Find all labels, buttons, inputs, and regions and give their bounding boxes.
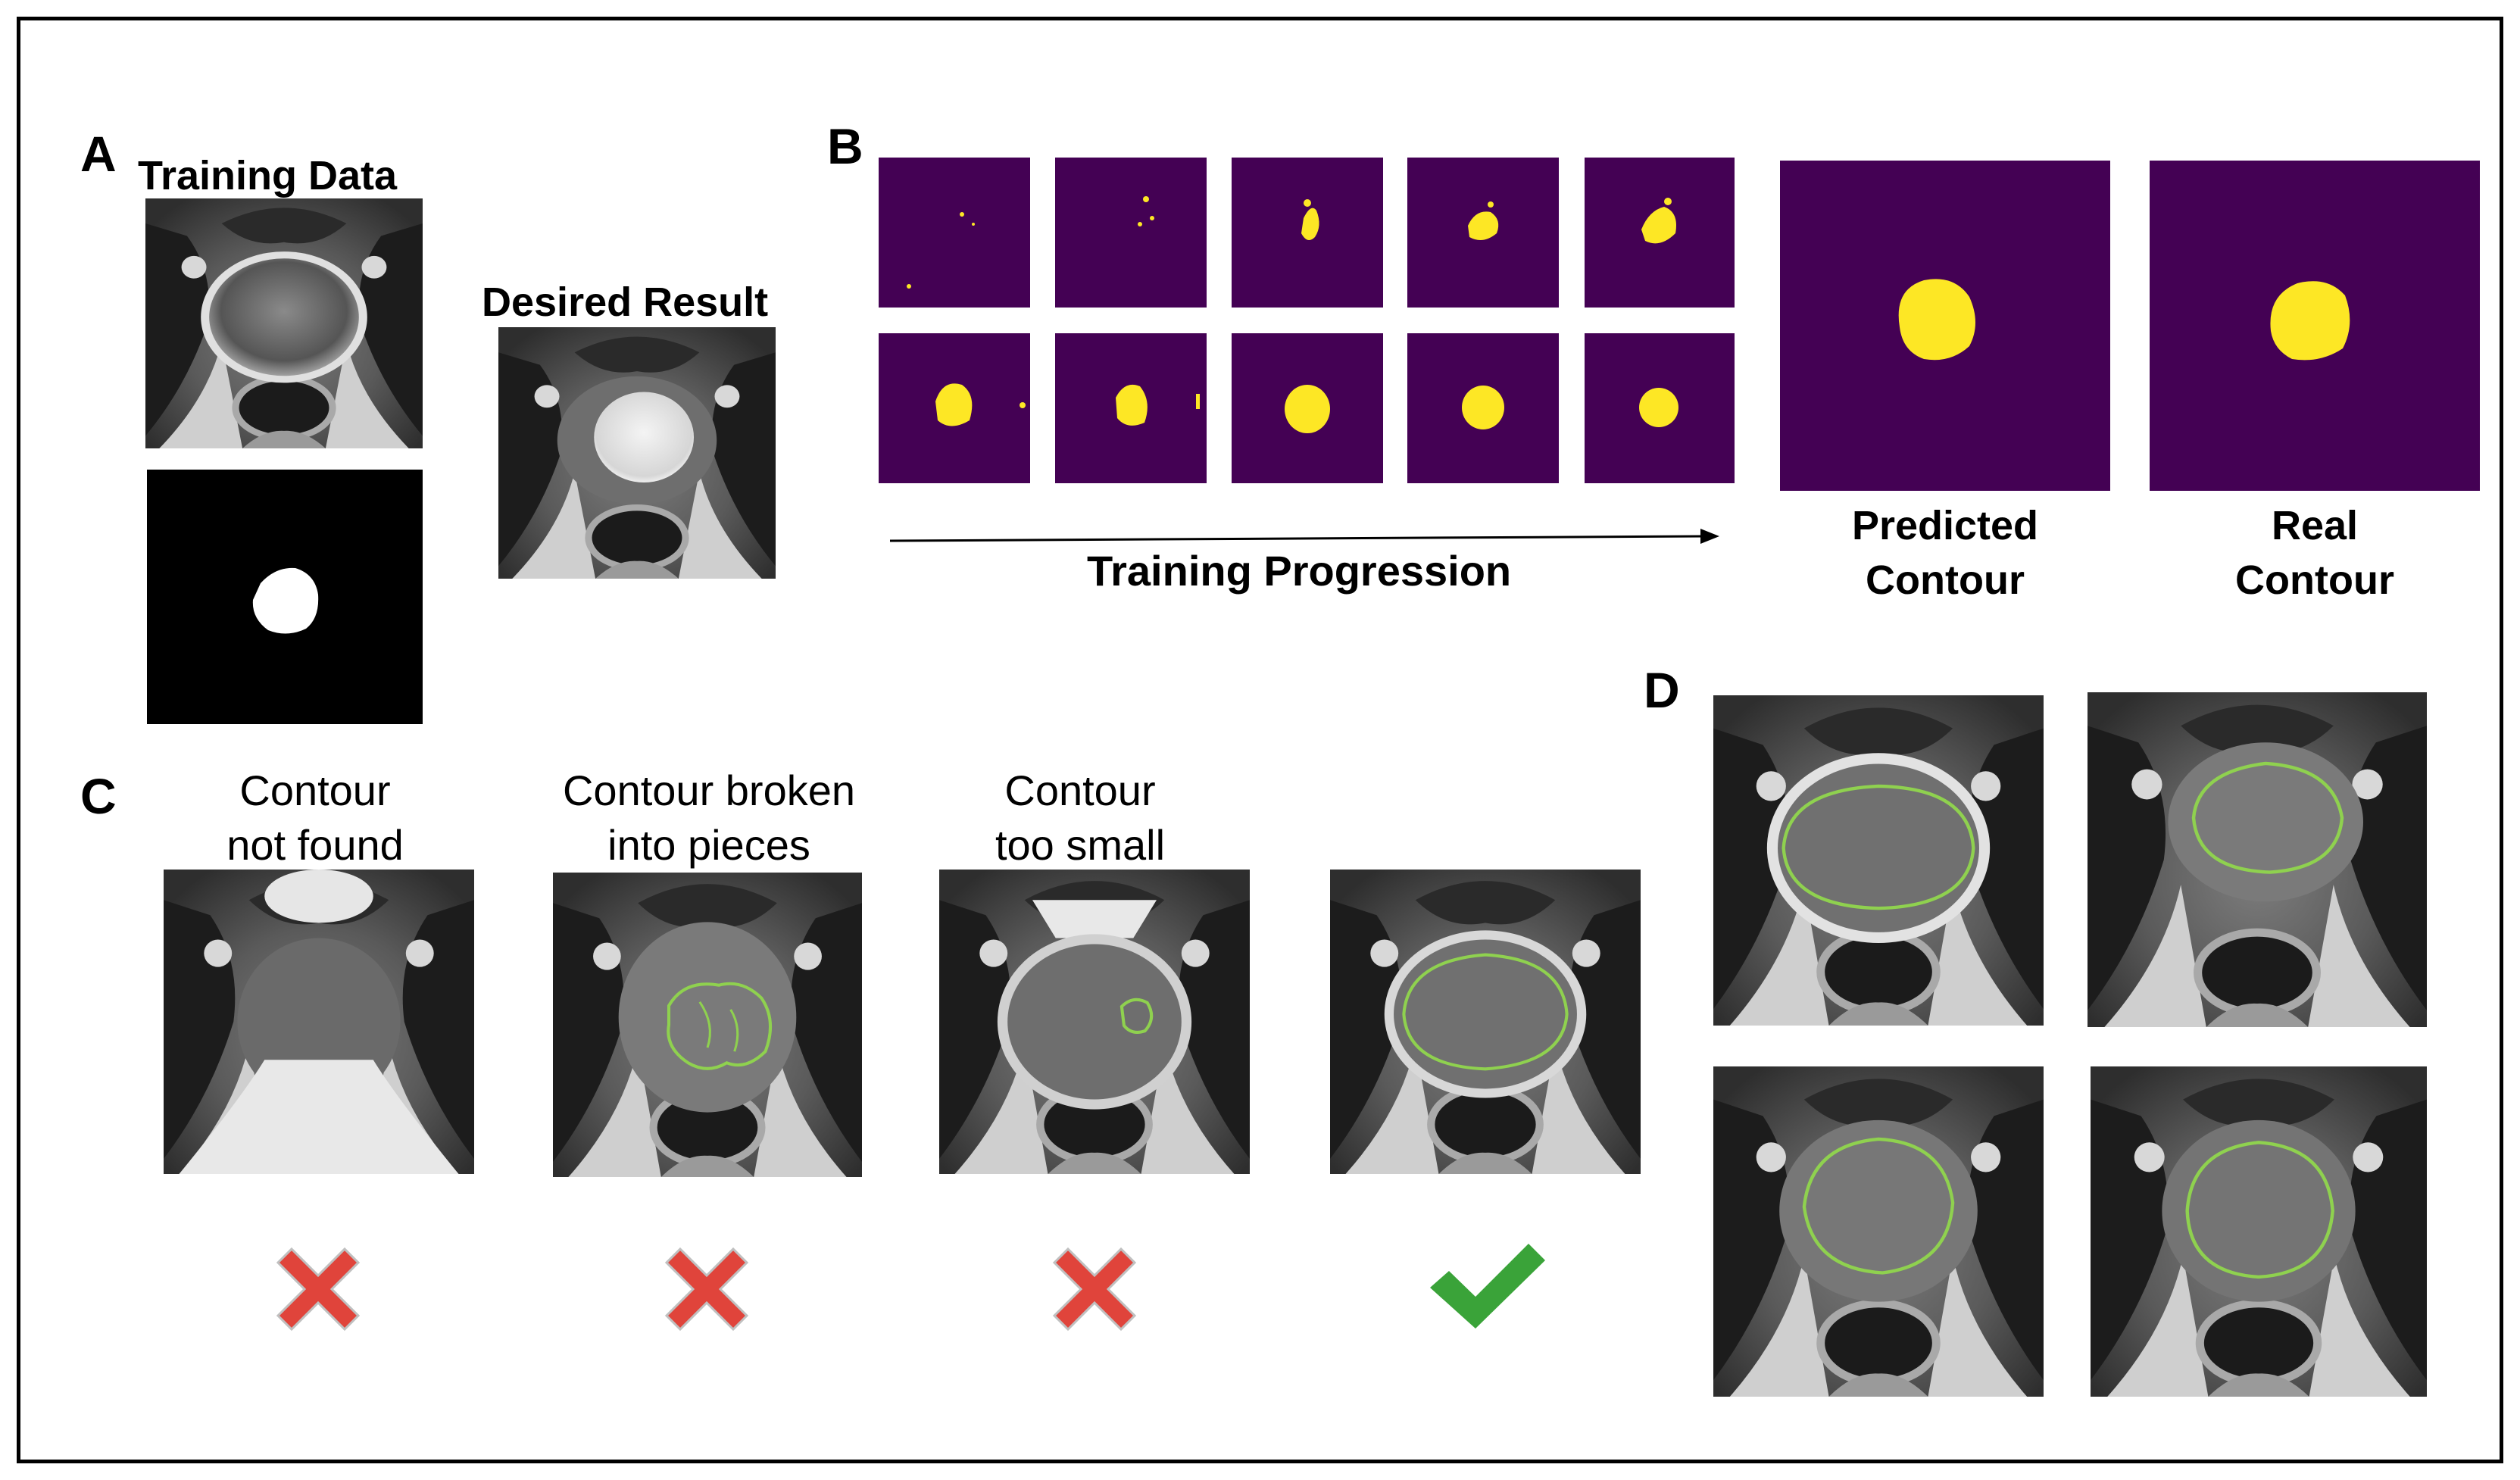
case-1-cross-icon bbox=[269, 1238, 367, 1336]
predicted-contour-label-line2: Contour bbox=[1866, 557, 2025, 603]
progression-thumb-4 bbox=[1407, 158, 1559, 308]
training-progression-label: Training Progression bbox=[1087, 547, 1512, 595]
case-2-mri-image bbox=[553, 873, 862, 1177]
training-binary-mask bbox=[147, 470, 423, 724]
real-contour-label-line1: Real bbox=[2271, 503, 2359, 548]
panel-b-letter: B bbox=[827, 118, 863, 174]
panel-a-letter: A bbox=[80, 126, 117, 182]
result-mri-image-3 bbox=[1713, 1066, 2044, 1397]
figure-frame bbox=[17, 17, 2503, 1463]
training-progression-arrow bbox=[889, 526, 1723, 556]
progression-thumb-6 bbox=[879, 333, 1030, 483]
training-mri-image bbox=[145, 198, 423, 448]
case-3-label-line1: Contour bbox=[1004, 767, 1156, 814]
case-2-cross-icon bbox=[657, 1238, 756, 1336]
panel-c-letter: C bbox=[80, 768, 117, 824]
case-3-label-line2: too small bbox=[995, 821, 1166, 869]
progression-thumb-10 bbox=[1585, 333, 1735, 483]
case-2-label-line2: into pieces bbox=[607, 821, 810, 869]
case-3-cross-icon bbox=[1045, 1238, 1144, 1336]
case-3-mri-image bbox=[939, 870, 1250, 1174]
real-contour-label: Real Contour bbox=[2125, 498, 2504, 607]
progression-thumb-7 bbox=[1055, 333, 1207, 483]
result-mri-image-2 bbox=[2088, 692, 2427, 1027]
real-contour-mask bbox=[2150, 161, 2480, 491]
progression-thumb-3 bbox=[1232, 158, 1383, 308]
progression-thumb-8 bbox=[1232, 333, 1383, 483]
real-contour-label-line2: Contour bbox=[2235, 557, 2394, 603]
desired-result-mri-image bbox=[498, 327, 776, 579]
case-4-check-icon bbox=[1422, 1235, 1551, 1341]
result-mri-image-4 bbox=[2091, 1066, 2427, 1397]
predicted-contour-label: Predicted Contour bbox=[1756, 498, 2134, 607]
predicted-contour-mask bbox=[1780, 161, 2110, 491]
panel-d-letter: D bbox=[1644, 662, 1680, 718]
predicted-contour-label-line1: Predicted bbox=[1851, 503, 2039, 548]
progression-thumb-2 bbox=[1055, 158, 1207, 308]
case-1-label: Contour not found bbox=[126, 763, 504, 873]
result-mri-image-1 bbox=[1713, 695, 2044, 1026]
progression-thumb-9 bbox=[1407, 333, 1559, 483]
case-2-label-line1: Contour broken bbox=[562, 767, 855, 814]
case-4-mri-image bbox=[1330, 870, 1641, 1174]
progression-thumb-5 bbox=[1585, 158, 1735, 308]
case-3-label: Contour too small bbox=[891, 763, 1269, 873]
case-1-label-line2: not found bbox=[226, 821, 404, 869]
progression-thumb-1 bbox=[879, 158, 1030, 308]
case-1-label-line1: Contour bbox=[239, 767, 391, 814]
case-2-label: Contour broken into pieces bbox=[520, 763, 898, 873]
training-data-label: Training Data bbox=[138, 153, 398, 198]
case-1-mri-image bbox=[164, 870, 474, 1174]
desired-result-label: Desired Result bbox=[482, 279, 769, 325]
